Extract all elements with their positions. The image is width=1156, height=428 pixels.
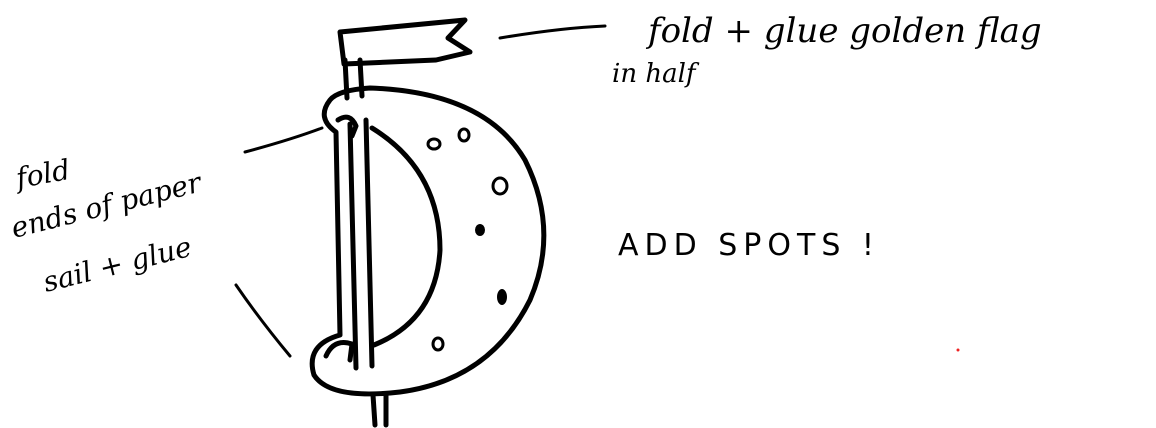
sail-note-line1: fold xyxy=(12,153,73,195)
sail-top-fold xyxy=(338,117,356,136)
sail-outer xyxy=(312,88,544,394)
sail-inner xyxy=(372,128,440,345)
flag-note-line1: fold + glue golden flag xyxy=(645,11,1042,51)
mast xyxy=(350,120,372,368)
sail-bottom-fold xyxy=(326,343,352,361)
flag xyxy=(340,20,470,64)
mast-bottom xyxy=(373,395,386,425)
flag-note-line2: in half xyxy=(612,59,700,89)
flag-leader-line xyxy=(500,26,605,38)
spots-note: ADD SPOTS ! xyxy=(618,228,880,263)
bottom-fold-leader-line xyxy=(236,285,290,356)
sail-note-line3: sail + glue xyxy=(40,230,195,299)
red-mark xyxy=(957,349,960,352)
top-fold-leader-line xyxy=(245,128,322,152)
